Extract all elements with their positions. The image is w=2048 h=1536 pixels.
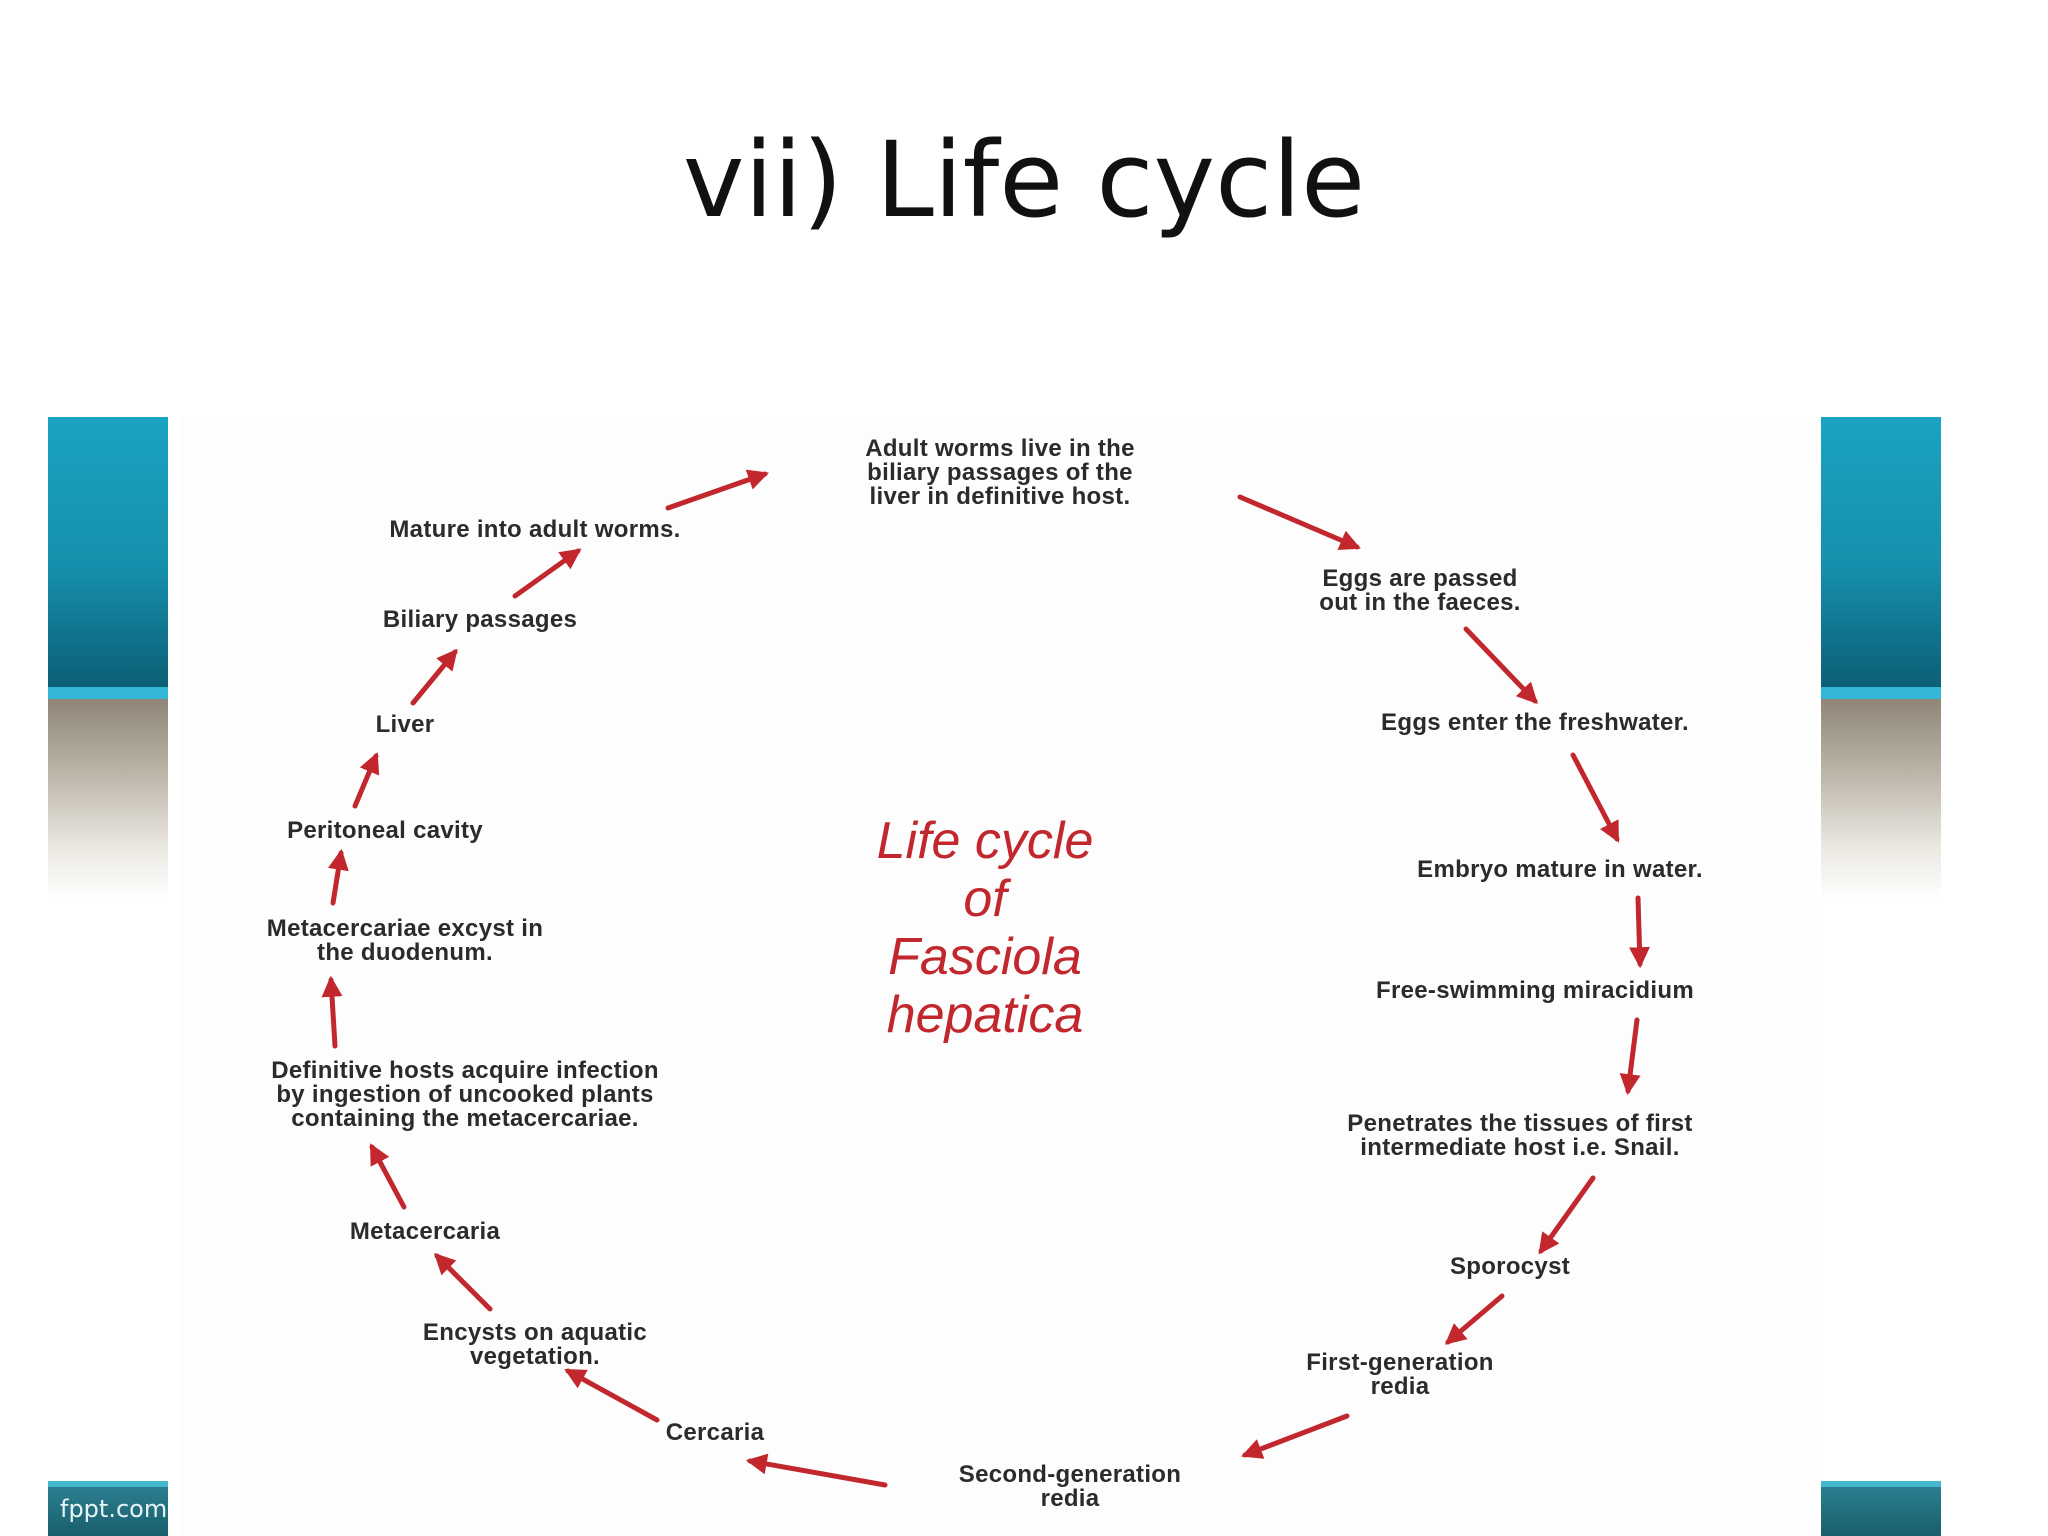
- stage-mature-adult: Mature into adult worms.: [389, 516, 681, 543]
- template-sand-gradient: [1821, 699, 1941, 899]
- arrow-sporocyst-to-redia: [1444, 1293, 1505, 1345]
- arrow-eggs-to-freshwater: [1463, 626, 1538, 705]
- arrow-penetrates-to-sporocyst: [1538, 1175, 1596, 1255]
- template-teal-block: [1821, 417, 1941, 687]
- arrow-encysts-to-metacercaria: [434, 1253, 493, 1312]
- stage-sporocyst: Sporocyst: [1449, 1253, 1571, 1280]
- stage-peritoneal-cavity: Peritoneal cavity: [287, 817, 483, 844]
- stage-embryo-mature: Embryo mature in water.: [1417, 856, 1703, 883]
- arrow-metacercaria-to-hosts: [369, 1143, 407, 1210]
- arrow-adult-to-eggs: [1237, 494, 1361, 551]
- arrow-biliary-to-mature: [512, 548, 582, 599]
- stage-miracidium: Free-swimming miracidium: [1376, 977, 1694, 1004]
- stage-second-generation-redia: Second-generation redia: [958, 1461, 1182, 1512]
- stage-definitive-hosts: Definitive hosts acquire infection by in…: [271, 1057, 659, 1132]
- template-footer-block: [48, 1487, 168, 1536]
- embedded-template-image: fppt.com: [48, 417, 1941, 1536]
- life-cycle-diagram-panel: [180, 417, 1817, 1536]
- arrow-embryo-to-miracidium: [1628, 895, 1650, 969]
- stage-adult-worms: Adult worms live in the biliary passages…: [865, 435, 1135, 510]
- stage-eggs-passed: Eggs are passed out in the faeces.: [1319, 565, 1521, 616]
- template-sand-gradient: [48, 699, 168, 899]
- template-footer-line: [48, 1481, 168, 1487]
- template-footer-block: [1821, 1487, 1941, 1536]
- template-stripe: [48, 687, 168, 699]
- stage-biliary-passages: Biliary passages: [382, 606, 578, 633]
- footer-brand: fppt.com: [60, 1495, 168, 1523]
- stage-metacercaria: Metacercaria: [349, 1218, 501, 1245]
- arrow-freshwater-to-embryo: [1570, 752, 1620, 843]
- stage-first-generation-redia: First-generation redia: [1306, 1349, 1494, 1400]
- arrow-miracidium-to-penetrates: [1619, 1017, 1641, 1096]
- arrow-excyst-to-peritoneal: [327, 848, 349, 906]
- stage-eggs-freshwater: Eggs enter the freshwater.: [1381, 709, 1689, 736]
- arrow-hosts-to-excyst: [321, 975, 343, 1049]
- arrow-liver-to-biliary: [410, 648, 458, 706]
- stage-metacercariae-excyst: Metacercariae excyst in the duodenum.: [266, 915, 544, 966]
- stage-cercaria: Cercaria: [665, 1419, 765, 1446]
- template-left-band: fppt.com: [48, 417, 168, 1536]
- slide-title: vii) Life cycle: [682, 119, 1366, 241]
- stage-liver: Liver: [375, 711, 435, 738]
- template-teal-block: [48, 417, 168, 687]
- arrow-mature-to-adult: [665, 469, 769, 511]
- template-stripe: [1821, 687, 1941, 699]
- arrow-redia-to-second-redia: [1241, 1413, 1350, 1459]
- arrow-peritoneal-to-liver: [352, 752, 380, 809]
- template-footer-line: [1821, 1481, 1941, 1487]
- template-right-band: [1821, 417, 1941, 1536]
- arrow-cercaria-to-encysts: [564, 1368, 660, 1423]
- stage-penetrates-snail: Penetrates the tissues of first intermed…: [1347, 1110, 1693, 1161]
- diagram-center-title: Life cycle of Fasciola hepatica: [876, 812, 1094, 1044]
- arrow-second-redia-to-cercaria: [745, 1453, 888, 1488]
- stage-encysts: Encysts on aquatic vegetation.: [422, 1319, 648, 1370]
